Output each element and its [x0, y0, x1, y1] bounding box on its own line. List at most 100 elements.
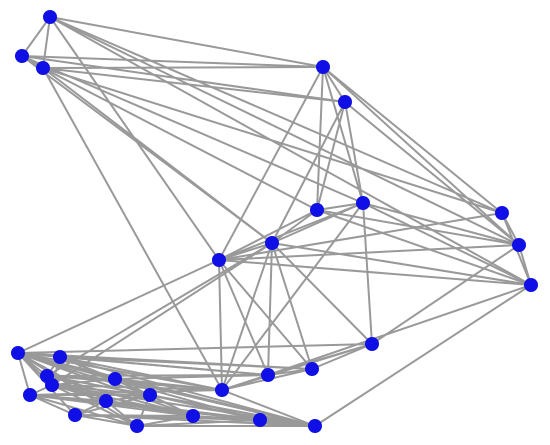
edge-n6-n12	[362, 202, 373, 345]
node-n28	[253, 413, 267, 427]
node-n10	[265, 236, 279, 250]
edge-n15-n17	[59, 356, 269, 376]
edge-n17-n21	[59, 356, 316, 427]
edge-n11-n16	[218, 259, 223, 391]
edge-n14-n17	[59, 356, 313, 370]
edge-n9-n15	[267, 284, 532, 376]
node-n7	[310, 203, 324, 217]
edge-n10-n14	[271, 242, 313, 370]
edge-n7-n11	[218, 209, 318, 261]
node-n8	[512, 238, 526, 252]
edge-n10-n12	[271, 242, 373, 345]
edge-n9-n21	[314, 284, 532, 427]
edge-n6-n9	[362, 202, 532, 286]
edge-n16-n21	[221, 389, 316, 427]
edge-n7-n10	[271, 209, 318, 244]
edge-n0-n9	[49, 16, 532, 286]
edge-n10-n20	[51, 242, 273, 386]
edge-n7-n8	[316, 209, 520, 246]
edge-n3-n7	[316, 66, 324, 211]
node-n16	[215, 383, 229, 397]
edge-n2-n10	[42, 67, 273, 244]
edge-n5-n11	[218, 212, 503, 261]
edge-n13-n17	[17, 352, 61, 358]
node-n26	[68, 408, 82, 422]
edge-n1-n4	[21, 55, 346, 103]
edge-n3-n11	[218, 66, 324, 261]
edge-n9-n10	[271, 242, 532, 286]
edges-layer	[17, 16, 532, 427]
node-n2	[36, 61, 50, 75]
edge-n10-n11	[218, 242, 273, 261]
edge-n10-n19	[46, 242, 273, 377]
edge-n2-n4	[42, 67, 346, 103]
edge-n10-n15	[267, 242, 273, 376]
node-n24	[130, 419, 144, 433]
edge-n3-n6	[322, 66, 364, 204]
edge-n24-n28	[136, 419, 261, 427]
edge-n18-n21	[114, 378, 316, 427]
edge-n20-n27	[51, 384, 151, 396]
edge-n1-n3	[21, 55, 324, 68]
edge-n0-n1	[21, 16, 51, 57]
edge-n11-n14	[218, 259, 313, 370]
edge-n8-n12	[371, 244, 520, 345]
node-n0	[43, 10, 57, 24]
node-n22	[186, 409, 200, 423]
edge-n0-n3	[49, 16, 324, 68]
node-n3	[316, 60, 330, 74]
node-n12	[365, 337, 379, 351]
edge-n6-n8	[362, 202, 520, 246]
node-n5	[495, 206, 509, 220]
edge-n4-n7	[316, 101, 346, 211]
edge-n6-n11	[218, 202, 364, 261]
edge-n21-n27	[149, 394, 316, 427]
edge-n7-n9	[316, 209, 532, 286]
edge-n0-n8	[49, 16, 520, 246]
node-n11	[212, 253, 226, 267]
edge-n18-n19	[46, 375, 116, 380]
edge-n12-n14	[311, 343, 373, 370]
edge-n2-n16	[42, 67, 223, 391]
edge-n4-n10	[271, 101, 346, 244]
edge-n4-n8	[344, 101, 520, 246]
node-n27	[143, 388, 157, 402]
edge-n25-n28	[29, 394, 261, 421]
edge-n24-n25	[29, 394, 138, 427]
edge-n25-n26	[29, 394, 76, 416]
edge-n16-n17	[59, 356, 223, 391]
node-n1	[15, 49, 29, 63]
node-n9	[524, 278, 538, 292]
node-n18	[108, 372, 122, 386]
node-n20	[45, 378, 59, 392]
edge-n12-n13	[17, 343, 373, 354]
edge-n2-n3	[42, 66, 324, 69]
node-n13	[11, 346, 25, 360]
nodes-layer	[11, 10, 538, 433]
edge-n8-n11	[218, 244, 520, 261]
node-n14	[305, 362, 319, 376]
edge-n26-n28	[74, 414, 261, 421]
edge-n26-n27	[74, 394, 151, 416]
edge-n3-n5	[322, 66, 503, 214]
edge-n11-n13	[17, 259, 220, 354]
node-n6	[356, 196, 370, 210]
edge-n27-n28	[149, 394, 261, 421]
edge-n19-n27	[46, 375, 151, 396]
node-n21	[308, 419, 322, 433]
edge-n2-n7	[42, 67, 318, 211]
edge-n2-n5	[42, 67, 503, 214]
edge-n15-n19	[46, 374, 269, 377]
edge-n11-n15	[218, 259, 269, 376]
edge-n6-n7	[316, 202, 364, 211]
node-n4	[338, 95, 352, 109]
edge-n21-n28	[259, 419, 316, 427]
edge-n6-n16	[221, 202, 364, 391]
node-n17	[53, 350, 67, 364]
edge-n13-n22	[17, 352, 194, 417]
edge-n13-n25	[17, 352, 31, 396]
edge-n4-n6	[344, 101, 364, 204]
edge-n0-n5	[49, 16, 503, 214]
node-n25	[23, 388, 37, 402]
